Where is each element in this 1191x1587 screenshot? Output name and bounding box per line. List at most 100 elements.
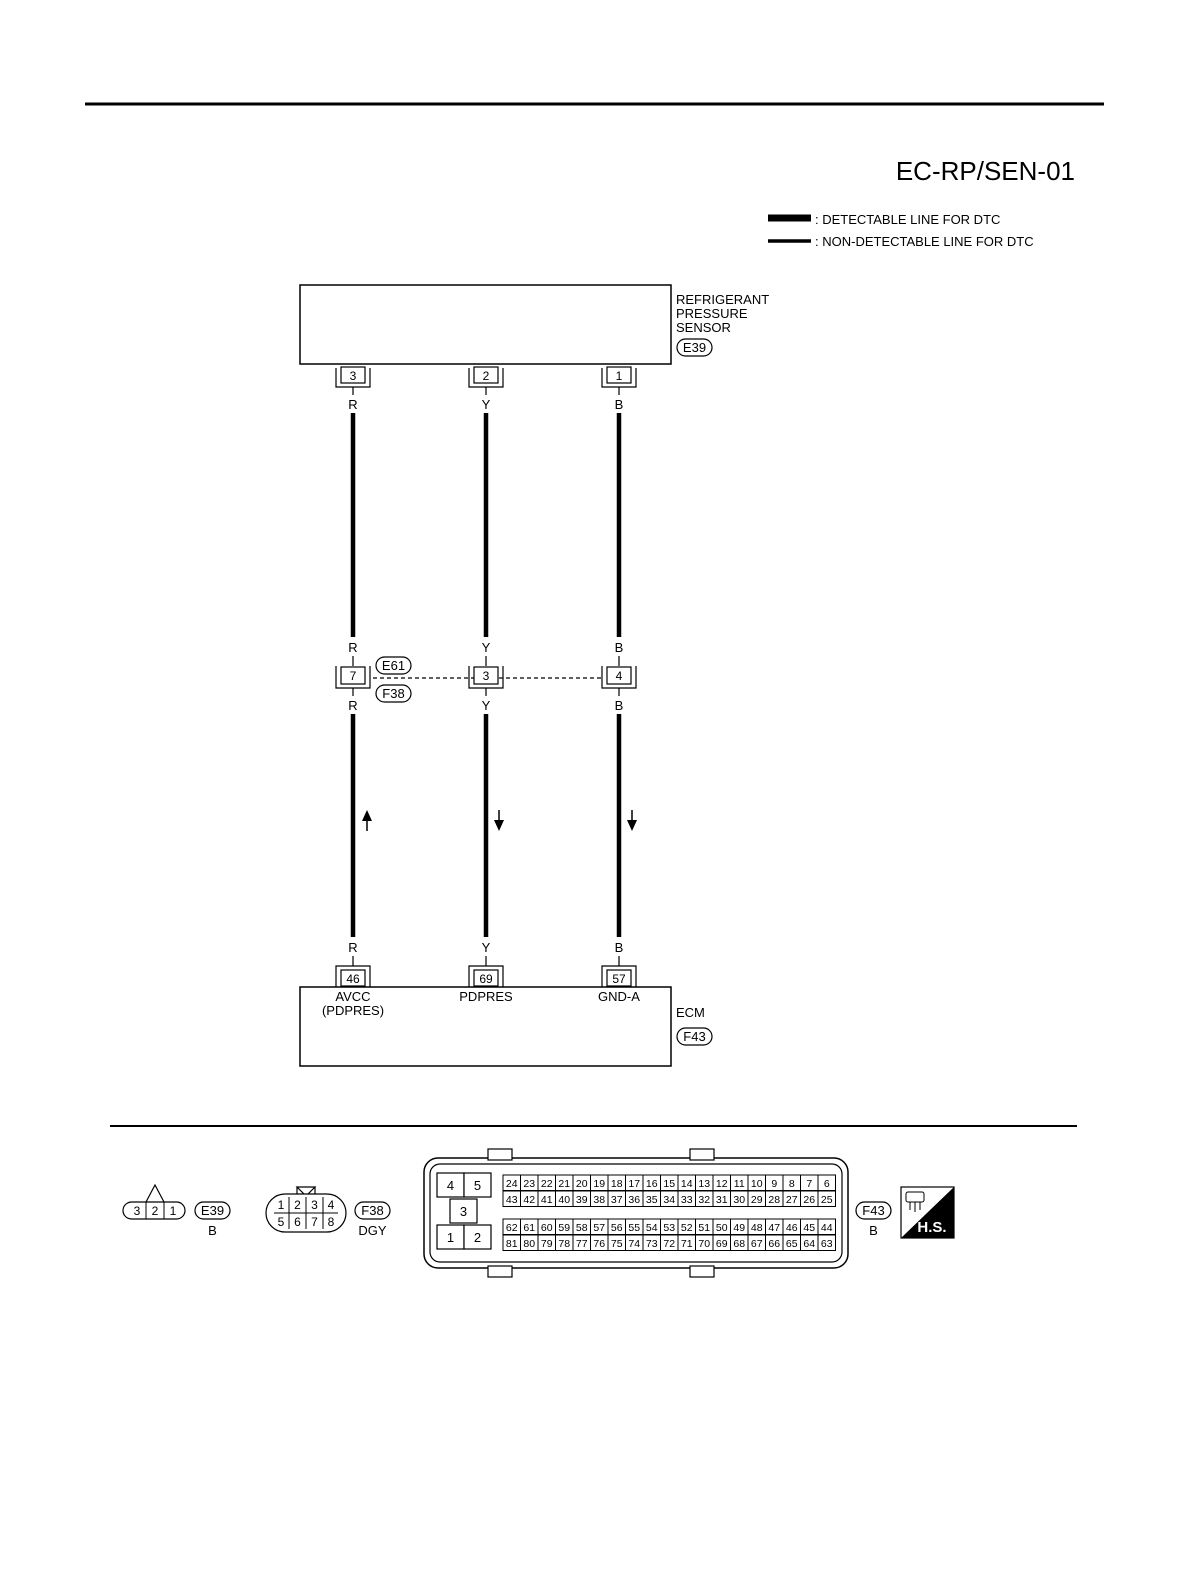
f43-pin: 42	[523, 1194, 535, 1206]
f43-pin: 65	[786, 1238, 798, 1250]
f43-inner-shell	[429, 1163, 843, 1263]
f43-pin: 60	[541, 1222, 553, 1234]
wire-color-label: Y	[482, 397, 491, 412]
signal-arrow-down-icon	[627, 810, 637, 831]
f43-pin: 55	[628, 1222, 640, 1234]
f38-id-tag	[354, 1201, 391, 1220]
junction-connector-e61: E61	[382, 658, 405, 673]
f43-pin: 36	[628, 1194, 640, 1206]
f43-lock-tab	[689, 1148, 715, 1161]
ecm-name: ECM	[676, 1005, 705, 1020]
f43-pin: 32	[698, 1194, 710, 1206]
f43-pin: 7	[806, 1178, 812, 1190]
f43-pin: 62	[506, 1222, 518, 1234]
e39-pin: 2	[152, 1204, 159, 1218]
wire-color-label: B	[615, 940, 624, 955]
f38-color: DGY	[358, 1223, 387, 1238]
sensor-pin-box	[606, 366, 632, 384]
f43-pin: 74	[628, 1238, 640, 1250]
f43-pin: 68	[733, 1238, 745, 1250]
f43-pin: 13	[698, 1178, 710, 1190]
ecm-box	[299, 986, 672, 1067]
connector-view-f38: 1 2 3 4 5 6 7 8 F38 DGY	[265, 1186, 391, 1238]
sensor-connector-id: E39	[683, 340, 706, 355]
f43-pin: 52	[681, 1222, 693, 1234]
f43-pin: 53	[663, 1222, 675, 1234]
f43-id: F43	[862, 1203, 884, 1218]
f38-pin: 1	[278, 1198, 285, 1212]
f43-pin: 69	[716, 1238, 728, 1250]
sensor-pin-1: 1	[616, 369, 623, 383]
f38-pin: 5	[278, 1215, 285, 1229]
connector-harness-icon	[905, 1191, 925, 1212]
f43-big-pin-box	[436, 1224, 465, 1250]
ecm-connector-id: F43	[683, 1029, 705, 1044]
wire-color-label: R	[348, 397, 357, 412]
ecm-pin-box	[606, 969, 632, 987]
f43-pin: 11	[734, 1178, 745, 1190]
ecm-pin-box	[473, 969, 499, 987]
f43-pin: 49	[733, 1222, 745, 1234]
wire-color-label: B	[615, 698, 624, 713]
f43-pin: 78	[558, 1238, 570, 1250]
f43-pin: 10	[751, 1178, 763, 1190]
f43-pin: 46	[786, 1222, 798, 1234]
f38-pin: 8	[328, 1215, 335, 1229]
f43-lock-tab	[487, 1265, 513, 1278]
e39-id: E39	[201, 1203, 224, 1218]
f43-pin: 20	[576, 1178, 588, 1190]
refrigerant-pressure-sensor: REFRIGERANT PRESSURE SENSOR E39	[299, 284, 769, 365]
legend-detectable-label: : DETECTABLE LINE FOR DTC	[815, 212, 1000, 227]
f43-pin: 79	[541, 1238, 553, 1250]
f38-id: F38	[361, 1203, 383, 1218]
f43-pin: 54	[646, 1222, 658, 1234]
f43-pin: 15	[663, 1178, 675, 1190]
connector-e39-body	[122, 1201, 186, 1220]
f43-pin: 17	[628, 1178, 640, 1190]
f43-pin-cell	[817, 1190, 836, 1207]
f43-lock-tab	[689, 1265, 715, 1278]
f43-pin: 31	[716, 1194, 728, 1206]
f43-pin: 77	[576, 1238, 588, 1250]
f43-big-pin: 2	[474, 1230, 481, 1245]
wire-color-label: B	[615, 397, 624, 412]
f43-pin: 24	[506, 1178, 518, 1190]
ecm: ECM F43	[299, 986, 713, 1067]
ecm-pin-57: 57	[612, 972, 626, 986]
junction-pin-box	[340, 666, 366, 685]
junction-pin-3: 3	[483, 669, 490, 683]
sensor-pin-box	[340, 366, 366, 384]
f43-pin: 64	[803, 1238, 815, 1250]
wire-color-label: R	[348, 640, 357, 655]
f38-pin: 3	[311, 1198, 318, 1212]
f43-pin: 27	[786, 1194, 798, 1206]
e39-pin: 1	[170, 1204, 177, 1218]
legend: : DETECTABLE LINE FOR DTC : NON-DETECTAB…	[768, 212, 1034, 249]
f43-pin: 48	[751, 1222, 763, 1234]
f43-pin: 25	[821, 1194, 833, 1206]
f43-big-pin-box	[463, 1224, 492, 1250]
e39-color: B	[208, 1223, 217, 1238]
f43-pin: 41	[541, 1194, 553, 1206]
f38-pin: 4	[328, 1198, 335, 1212]
f43-big-pin: 4	[447, 1178, 454, 1193]
ecm-pin-label-line-1: AVCC	[335, 989, 370, 1004]
f43-pin: 19	[593, 1178, 605, 1190]
f43-pin: 12	[716, 1178, 728, 1190]
f38-pin: 2	[294, 1198, 301, 1212]
junction-connector-tag-e61	[375, 656, 412, 675]
ecm-pin-bracket	[468, 965, 504, 987]
junction-pin-4: 4	[616, 669, 623, 683]
ecm-pin-box	[340, 969, 366, 987]
wire-color-label: Y	[482, 640, 491, 655]
diagram-title: EC-RP/SEN-01	[896, 156, 1075, 186]
wire-color-label: R	[348, 940, 357, 955]
f43-big-pin-box	[449, 1198, 478, 1224]
f43-pin: 73	[646, 1238, 658, 1250]
junction-connectors: E61 F38	[375, 656, 412, 703]
f43-big-pin: 1	[447, 1230, 454, 1245]
f43-big-pin: 5	[474, 1178, 481, 1193]
ecm-pin-label-line-1: PDPRES	[459, 989, 513, 1004]
f43-pin: 72	[663, 1238, 675, 1250]
